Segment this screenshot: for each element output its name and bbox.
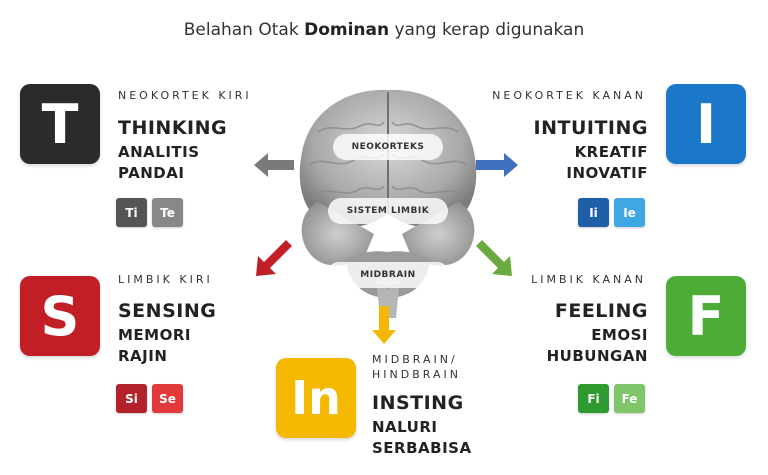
- region-label: NEOKORTEK KIRI: [118, 89, 252, 102]
- title-suffix: yang kerap digunakan: [389, 20, 585, 40]
- region-label: HINDBRAIN: [372, 368, 461, 381]
- title-bold: Dominan: [304, 20, 390, 40]
- trait-line: INOVATIF: [566, 164, 648, 182]
- trait-line: HUBUNGAN: [546, 347, 648, 365]
- trait-line: SERBABISA: [372, 439, 472, 457]
- chip-se: Se: [152, 384, 183, 413]
- tile-letter: F: [687, 284, 725, 348]
- arrow-down-icon: [372, 306, 396, 344]
- chip-ie: Ie: [614, 198, 645, 227]
- tile-sensing: S: [20, 276, 100, 356]
- tile-letter: T: [41, 92, 79, 156]
- chip-ii: Ii: [578, 198, 609, 227]
- function-name: THINKING: [118, 117, 228, 139]
- brain-label-neokorteks: NEOKORTEKS: [333, 134, 443, 160]
- trait-line: EMOSI: [591, 326, 648, 344]
- region-label: LIMBIK KANAN: [531, 273, 646, 286]
- brain-illustration: NEOKORTEKS SISTEM LIMBIK MIDBRAIN: [288, 82, 488, 322]
- trait-line: KREATIF: [574, 143, 648, 161]
- trait-line: NALURI: [372, 418, 438, 436]
- page-title: Belahan Otak Dominan yang kerap digunaka…: [0, 20, 768, 40]
- brain-label-midbrain: MIDBRAIN: [326, 262, 450, 288]
- trait-line: PANDAI: [118, 164, 185, 182]
- arrow-down-left-icon: [256, 240, 292, 276]
- function-name: SENSING: [118, 300, 217, 322]
- region-label: NEOKORTEK KANAN: [492, 89, 646, 102]
- trait-line: ANALITIS: [118, 143, 200, 161]
- tile-insting: In: [276, 358, 356, 438]
- title-prefix: Belahan Otak: [183, 20, 305, 40]
- trait-line: RAJIN: [118, 347, 168, 365]
- tile-intuiting: I: [666, 84, 746, 164]
- arrow-left-icon: [254, 153, 294, 177]
- chip-ti: Ti: [116, 198, 147, 227]
- brain-label-sistem-limbik: SISTEM LIMBIK: [328, 198, 448, 224]
- chip-si: Si: [116, 384, 147, 413]
- chip-fi: Fi: [578, 384, 609, 413]
- chip-te: Te: [152, 198, 183, 227]
- tile-thinking: T: [20, 84, 100, 164]
- tile-letter: I: [695, 92, 717, 156]
- region-label: LIMBIK KIRI: [118, 273, 213, 286]
- function-name: INSTING: [372, 392, 464, 414]
- function-name: INTUITING: [533, 117, 648, 139]
- arrow-down-right-icon: [476, 240, 512, 276]
- function-name: FEELING: [554, 300, 648, 322]
- chip-fe: Fe: [614, 384, 645, 413]
- arrow-right-icon: [476, 153, 518, 177]
- tile-letter: S: [40, 284, 80, 348]
- tile-feeling: F: [666, 276, 746, 356]
- tile-letter: In: [291, 371, 341, 425]
- trait-line: MEMORI: [118, 326, 191, 344]
- region-label: MIDBRAIN/: [372, 353, 458, 366]
